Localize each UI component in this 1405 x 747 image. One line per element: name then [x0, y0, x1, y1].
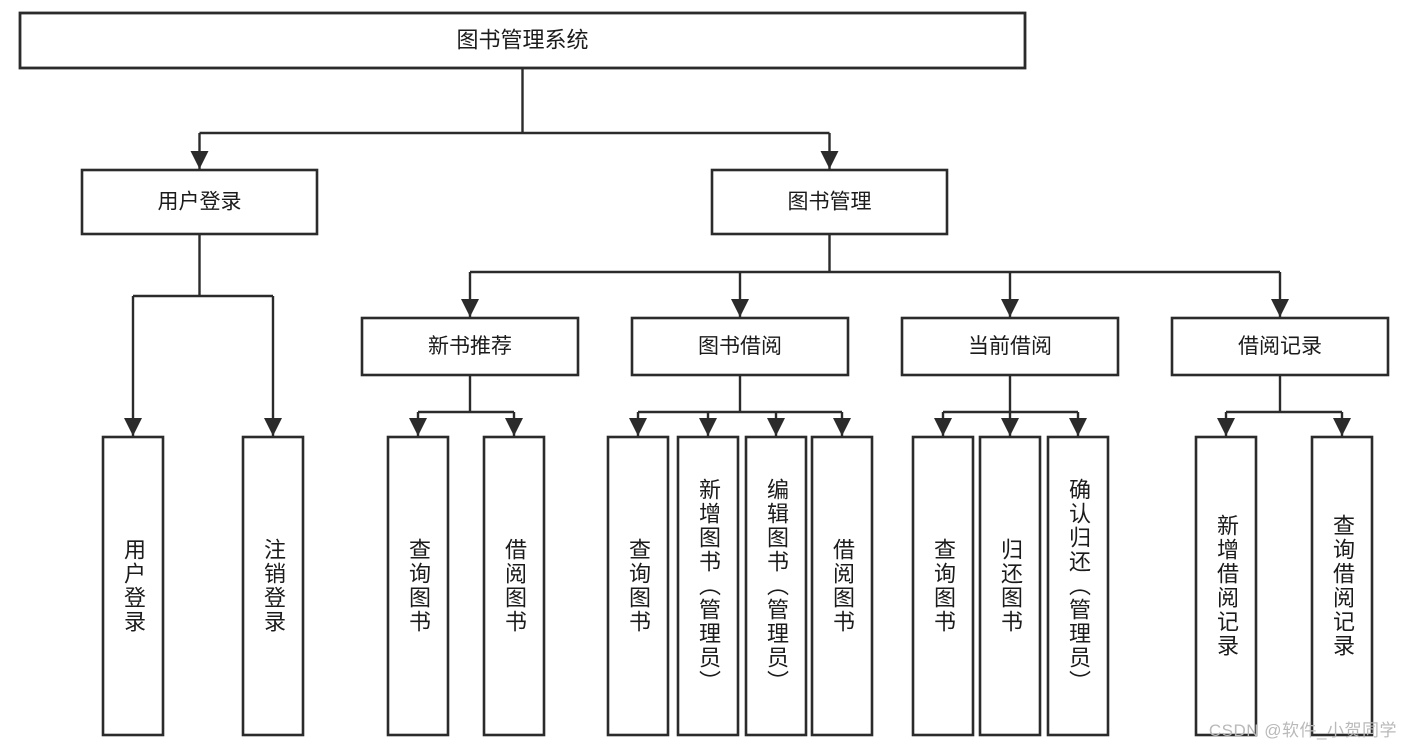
- arrow-head-icon: [934, 418, 952, 436]
- arrow-head-icon: [124, 418, 142, 436]
- node-leaf-box-2[interactable]: [386, 435, 450, 737]
- node-level2-box-0[interactable]: [80, 168, 319, 236]
- node-root-box[interactable]: [18, 11, 1027, 70]
- node-level3-label-0: 新书推荐: [428, 335, 512, 358]
- node-leaf-box-7[interactable]: [810, 435, 874, 737]
- node-leaf-box-0[interactable]: [101, 435, 165, 737]
- arrow-head-icon: [1333, 418, 1351, 436]
- arrow-head-icon: [190, 151, 209, 169]
- node-level3-box-0[interactable]: [360, 316, 580, 377]
- node-level3-label-2: 当前借阅: [968, 335, 1052, 358]
- arrow-head-icon: [505, 418, 523, 436]
- node-leaf-box-8[interactable]: [911, 435, 975, 737]
- arrow-head-icon: [461, 299, 479, 317]
- arrow-head-icon: [264, 418, 282, 436]
- connectors-layer: [124, 68, 1351, 436]
- arrow-head-icon: [1271, 299, 1289, 317]
- arrow-head-icon: [409, 418, 427, 436]
- node-leaf-box-11[interactable]: [1194, 435, 1258, 737]
- node-level3-box-2[interactable]: [900, 316, 1120, 377]
- arrow-head-icon: [1217, 418, 1235, 436]
- boxes-layer: [18, 11, 1390, 737]
- watermark: CSDN @软件_小贺同学: [1208, 721, 1397, 740]
- node-leaf-box-1[interactable]: [241, 435, 305, 737]
- node-leaf-box-12[interactable]: [1310, 435, 1374, 737]
- node-leaf-box-10[interactable]: [1046, 435, 1110, 737]
- node-leaf-box-9[interactable]: [978, 435, 1042, 737]
- node-root-label: 图书管理系统: [456, 27, 588, 52]
- arrow-head-icon: [1069, 418, 1087, 436]
- arrow-head-icon: [731, 299, 749, 317]
- node-leaf-box-5[interactable]: [676, 435, 740, 737]
- node-level2-label-0: 用户登录: [158, 191, 242, 214]
- arrow-head-icon: [699, 418, 717, 436]
- node-leaf-box-6[interactable]: [744, 435, 808, 737]
- arrow-head-icon: [1001, 299, 1019, 317]
- arrow-head-icon: [767, 418, 785, 436]
- arrow-head-icon: [820, 151, 839, 169]
- node-leaf-box-4[interactable]: [606, 435, 670, 737]
- arrow-head-icon: [629, 418, 647, 436]
- arrow-head-icon: [833, 418, 851, 436]
- node-level3-box-3[interactable]: [1170, 316, 1390, 377]
- node-leaf-box-3[interactable]: [482, 435, 546, 737]
- node-level3-label-1: 图书借阅: [698, 335, 782, 358]
- arrow-head-icon: [1001, 418, 1019, 436]
- node-level3-box-1[interactable]: [630, 316, 850, 377]
- node-level2-box-1[interactable]: [710, 168, 949, 236]
- node-level3-label-3: 借阅记录: [1238, 335, 1322, 358]
- node-level2-label-1: 图书管理: [788, 191, 872, 214]
